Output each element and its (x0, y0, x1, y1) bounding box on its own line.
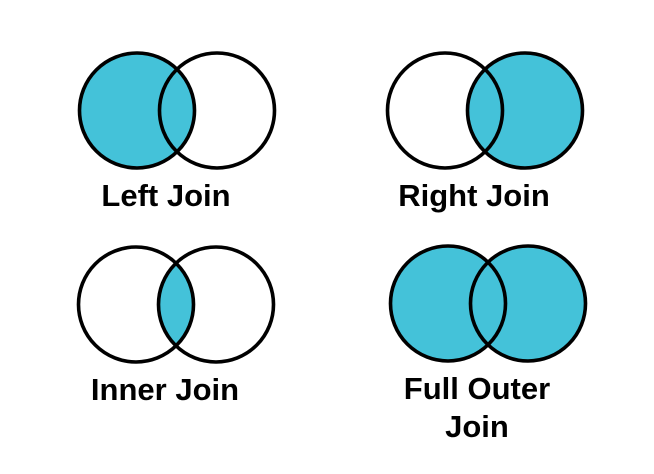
intersection-lens-fill (470, 262, 506, 345)
left-circle-outline (385, 51, 505, 170)
right-circle-outline (468, 244, 588, 363)
venn-cell-left-join: Left Join (57, 48, 297, 233)
venn-cell-full-outer-join: Full Outer Join (368, 241, 608, 444)
intersection-lens-fill (158, 263, 194, 346)
venn-label-left-join: Left Join (101, 178, 231, 213)
right-circle-outline (465, 51, 585, 170)
venn-diagram-left-join (77, 51, 277, 170)
left-circle-outline (77, 51, 197, 170)
left-circle-outline (388, 244, 508, 363)
intersection-lens-fill (467, 69, 503, 152)
venn-label-full-outer-join: Full Outer Join (403, 371, 551, 444)
venn-cell-inner-join: Inner Join (56, 242, 296, 427)
venn-diagram-full-outer-join (388, 244, 588, 363)
right-circle-outline (156, 245, 276, 364)
venn-diagram-right-join (385, 51, 585, 170)
venn-cell-right-join: Right Join (365, 48, 605, 233)
left-circle-outline (76, 245, 196, 364)
venn-label-inner-join: Inner Join (90, 372, 240, 407)
venn-label-right-join: Right Join (398, 178, 550, 213)
venn-diagram-inner-join (76, 245, 276, 364)
intersection-lens-fill (159, 69, 195, 152)
right-circle-outline (157, 51, 277, 170)
